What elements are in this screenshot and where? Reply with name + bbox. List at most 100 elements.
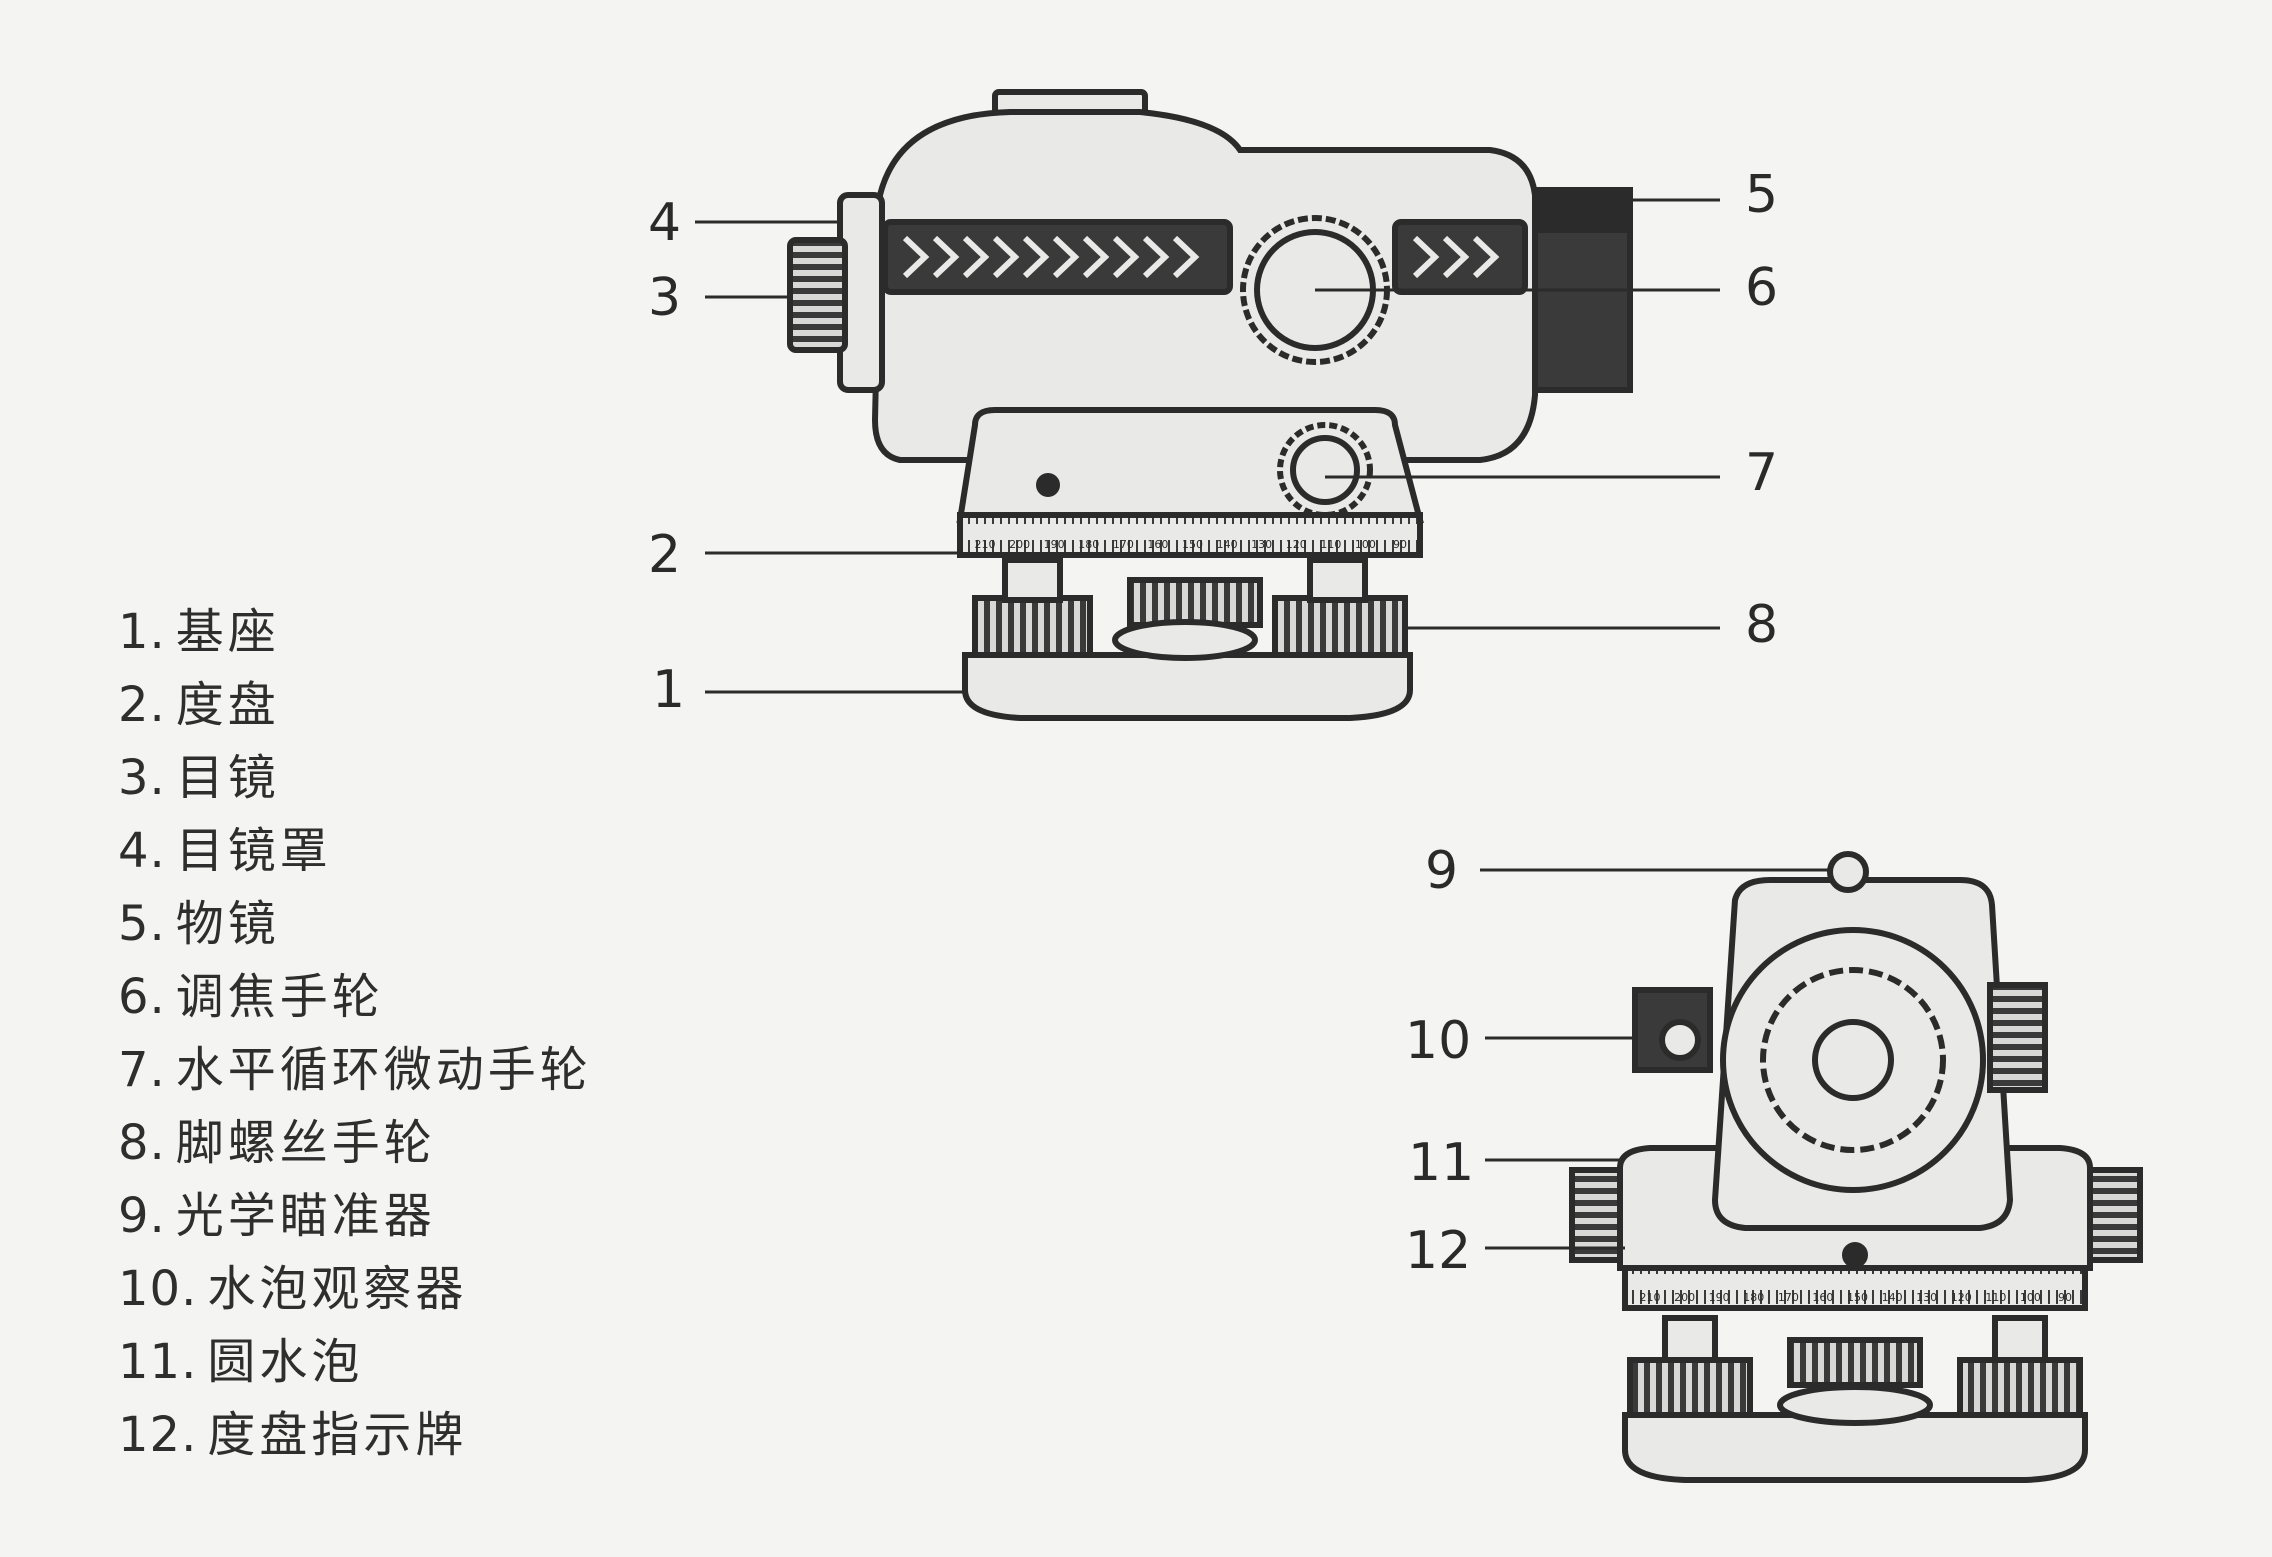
scale-tick-label: 130 (1916, 1291, 1937, 1304)
legend-item-label: 目镜罩 (175, 823, 332, 879)
foot-screw-post-right (1307, 557, 1368, 603)
front-leader-lines (1480, 868, 1830, 1250)
callout-3: 3 (648, 268, 681, 328)
base-center-boss (1112, 619, 1258, 661)
side-callout-numbers: 4 3 2 1 5 6 7 8 (648, 165, 1778, 720)
legend-item-label: 度盘 (175, 677, 280, 733)
scale-tick-label: 90 (2058, 1291, 2072, 1304)
callout-9: 9 (1425, 841, 1458, 901)
optical-sight (1827, 851, 1869, 893)
legend-item-number: 8. (118, 1115, 166, 1171)
legend-item-number: 7. (118, 1042, 166, 1098)
scale-tick-label: 160 (1812, 1291, 1833, 1304)
front-foot-screw-middle (1787, 1337, 1923, 1388)
legend-item: 7.水平循环微动手轮 (118, 1046, 592, 1094)
scale-tick-label: 210 (1640, 1291, 1661, 1304)
legend-item-number: 9. (118, 1188, 166, 1244)
legend-item-number: 6. (118, 969, 166, 1025)
front-callout-numbers: 9 10 11 12 (1405, 841, 1474, 1281)
index-pointer (1036, 473, 1060, 497)
objective-lens-front (1532, 187, 1633, 233)
scale-tick-label: 130 (1251, 538, 1272, 551)
legend-item: 5.物镜 (118, 900, 280, 948)
callout-10: 10 (1405, 1011, 1471, 1071)
legend-item: 2.度盘 (118, 681, 280, 729)
scale-tick-label: 150 (1182, 538, 1203, 551)
legend-item: 8.脚螺丝手轮 (118, 1119, 436, 1167)
callout-8: 8 (1745, 595, 1778, 655)
scale-tick-label: 200 (1009, 538, 1030, 551)
callout-11: 11 (1408, 1133, 1474, 1193)
scale-tick-label: 110 (1985, 1291, 2006, 1304)
scale-tick-label: 190 (1709, 1291, 1730, 1304)
front-view (1569, 851, 2143, 1483)
legend-item-number: 2. (118, 677, 166, 733)
slow-motion-knob-inner (1290, 435, 1360, 505)
front-base-boss (1777, 1384, 1933, 1426)
scale-tick-label: 140 (1217, 538, 1238, 551)
legend-item-label: 调焦手轮 (175, 969, 384, 1025)
scale-tick-label: 180 (1078, 538, 1099, 551)
callout-4: 4 (648, 193, 681, 253)
scale-tick-label: 150 (1847, 1291, 1868, 1304)
legend-item-label: 目镜 (175, 750, 280, 806)
base-plate (962, 652, 1413, 721)
legend-item: 3.目镜 (118, 754, 280, 802)
legend-item-label: 物镜 (175, 896, 280, 952)
legend-item: 1.基座 (118, 608, 280, 656)
legend-item-number: 4. (118, 823, 166, 879)
legend-item-label: 度盘指示牌 (207, 1407, 468, 1463)
legend-item: 12.度盘指示牌 (118, 1411, 467, 1459)
vent-chevrons (902, 235, 1500, 279)
scale-tick-label: 180 (1743, 1291, 1764, 1304)
scale-tick-label: 140 (1882, 1291, 1903, 1304)
legend-item-number: 1. (118, 604, 166, 660)
legend-item: 10.水泡观察器 (118, 1265, 467, 1313)
scale-tick-label: 200 (1674, 1291, 1695, 1304)
legend-item-number: 10. (118, 1261, 198, 1317)
legend-item-label: 光学瞄准器 (175, 1188, 436, 1244)
scale-tick-label: 100 (2020, 1291, 2041, 1304)
legend-item-label: 脚螺丝手轮 (175, 1115, 436, 1171)
front-screw-post-left (1662, 1315, 1718, 1363)
callout-1: 1 (652, 660, 685, 720)
foot-screw-middle (1127, 577, 1263, 628)
front-base-plate (1622, 1412, 2088, 1483)
callout-12: 12 (1405, 1221, 1471, 1281)
legend-item-label: 水泡观察器 (207, 1261, 468, 1317)
vent-strip-left (882, 219, 1233, 295)
front-circle-scale (1622, 1265, 2088, 1311)
legend-item-number: 3. (118, 750, 166, 806)
front-knob-right (2082, 1167, 2143, 1263)
side-leader-lines (695, 198, 1720, 694)
scale-tick-label: 90 (1393, 538, 1407, 551)
legend-item-number: 11. (118, 1334, 198, 1390)
legend-item: 6.调焦手轮 (118, 973, 384, 1021)
foot-screw-post-left (1002, 557, 1063, 603)
legend-item-number: 12. (118, 1407, 198, 1463)
callout-2: 2 (648, 525, 681, 585)
callout-6: 6 (1745, 258, 1778, 318)
legend-item: 4.目镜罩 (118, 827, 332, 875)
scale-tick-label: 100 (1355, 538, 1376, 551)
callout-7: 7 (1745, 443, 1778, 503)
scale-tick-label: 190 (1044, 538, 1065, 551)
legend-item: 9.光学瞄准器 (118, 1192, 436, 1240)
legend-item-label: 基座 (175, 604, 280, 660)
legend-item-label: 圆水泡 (207, 1334, 364, 1390)
scale-tick-label: 110 (1320, 538, 1341, 551)
legend-item-number: 5. (118, 896, 166, 952)
front-head-knurl (1987, 982, 2048, 1093)
circle-index-plate (1842, 1242, 1868, 1268)
legend-item-label: 水平循环微动手轮 (175, 1042, 592, 1098)
bubble-viewer-lens (1659, 1019, 1701, 1061)
eyepiece-knurl (787, 237, 848, 353)
scale-tick-label: 170 (1113, 538, 1134, 551)
front-objective-lens (1812, 1019, 1894, 1101)
scale-tick-label: 120 (1286, 538, 1307, 551)
scale-tick-label: 160 (1147, 538, 1168, 551)
callout-5: 5 (1745, 165, 1778, 225)
